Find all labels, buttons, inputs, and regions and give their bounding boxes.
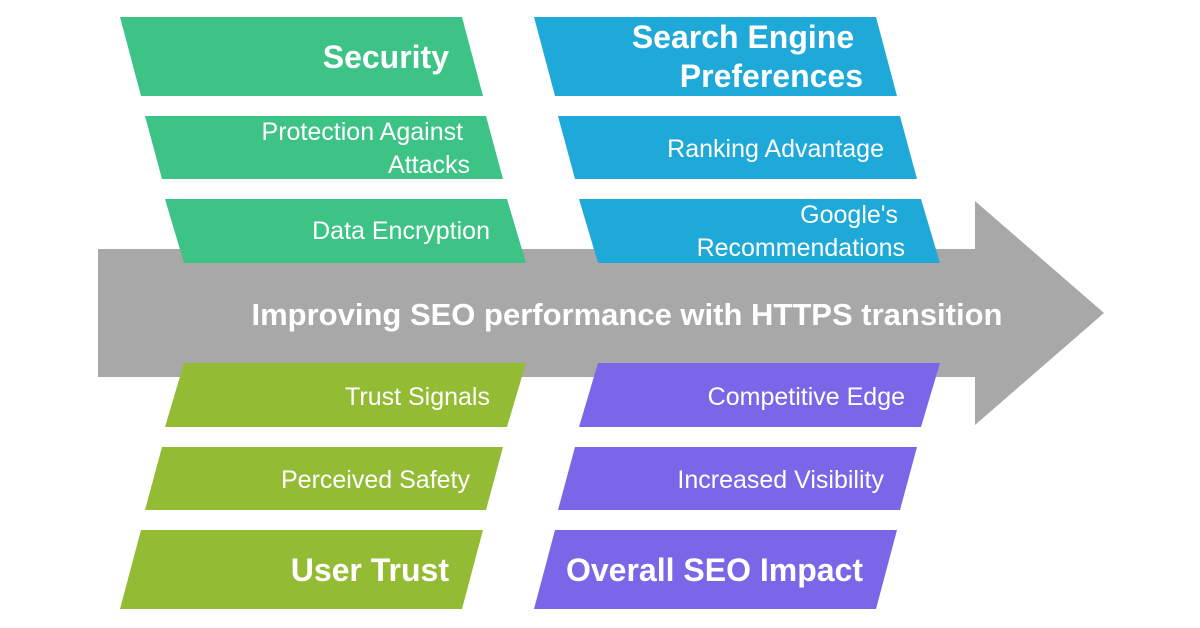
security-cause-label: Protection Against Attacks — [262, 118, 470, 179]
trust-cause-label: Perceived Safety — [281, 466, 470, 494]
spine-label: Improving SEO performance with HTTPS tra… — [252, 297, 1003, 332]
impact-cause-label: Increased Visibility — [677, 466, 884, 494]
impact-cause-box — [579, 363, 940, 427]
impact-head-label: Overall SEO Impact — [566, 552, 863, 588]
category-search-engine: Search Engine Preferences Ranking Advant… — [534, 17, 940, 263]
category-seo-impact: Competitive Edge Increased Visibility Ov… — [534, 363, 940, 609]
security-cause-label: Data Encryption — [312, 217, 490, 245]
security-cause-box — [165, 199, 526, 263]
trust-cause-label: Trust Signals — [345, 383, 490, 411]
trust-head-box — [120, 530, 483, 609]
trust-cause-box — [145, 447, 503, 510]
search-cause-box — [558, 116, 917, 179]
search-head-box — [534, 17, 897, 96]
category-security: Security Protection Against Attacks Data… — [120, 17, 526, 263]
category-user-trust: Trust Signals Perceived Safety User Trus… — [120, 363, 526, 609]
trust-cause-box — [165, 363, 526, 427]
search-cause-label: Ranking Advantage — [667, 135, 884, 163]
security-head-label: Security — [323, 39, 449, 75]
trust-head-label: User Trust — [291, 552, 450, 588]
search-head-label: Search Engine Preferences — [632, 19, 863, 94]
impact-cause-box — [558, 447, 917, 510]
security-head-box — [120, 17, 483, 96]
search-cause-label: Google's Recommendations — [697, 201, 905, 262]
search-cause-box — [579, 199, 940, 263]
security-cause-box — [145, 116, 503, 179]
impact-head-box — [534, 530, 897, 609]
impact-cause-label: Competitive Edge — [708, 383, 905, 411]
